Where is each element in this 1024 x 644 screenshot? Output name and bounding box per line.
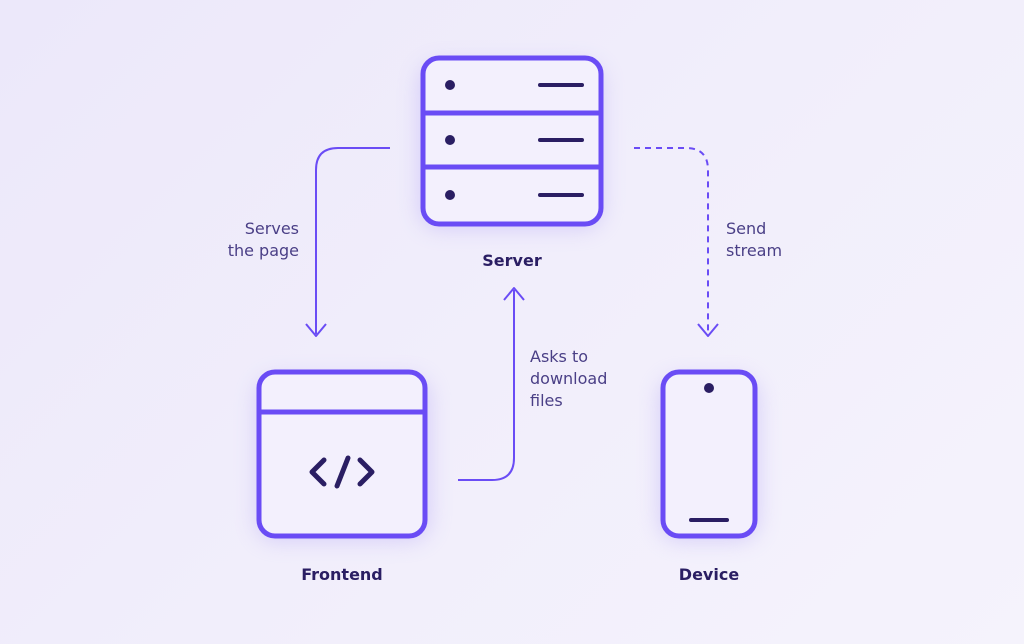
server-led-1 [445,80,455,90]
server-led-3 [445,190,455,200]
serves-arrow-line [315,147,390,334]
phone-camera [704,383,714,393]
stream-label-line1: Send [726,219,766,238]
device-node: Device [658,369,760,584]
stream-arrow-line [634,147,709,334]
stream-arrowhead [697,323,719,337]
phone-icon [660,369,758,539]
edge-asks-download: Asks to download files [458,287,607,481]
serves-arrowhead [305,323,327,337]
asks-label-line2: download [530,369,607,388]
server-led-2 [445,135,455,145]
server-label: Server [482,251,542,270]
frontend-node: Frontend [255,369,431,584]
frontend-label: Frontend [301,565,383,584]
asks-label-line3: files [530,391,563,410]
device-label: Device [679,565,740,584]
asks-label-line1: Asks to [530,347,588,366]
edge-serves-page: Serves the page [228,147,390,337]
stream-label-line2: stream [726,241,782,260]
serves-label-line2: the page [228,241,299,260]
browser-window-icon [256,369,428,539]
serves-label-line1: Serves [245,219,299,238]
server-node: Server [418,55,604,270]
asks-arrowhead [503,287,525,301]
server-icon [420,55,604,227]
edge-send-stream: Send stream [634,147,782,337]
asks-arrow-line [458,290,515,481]
code-icon [309,455,375,489]
